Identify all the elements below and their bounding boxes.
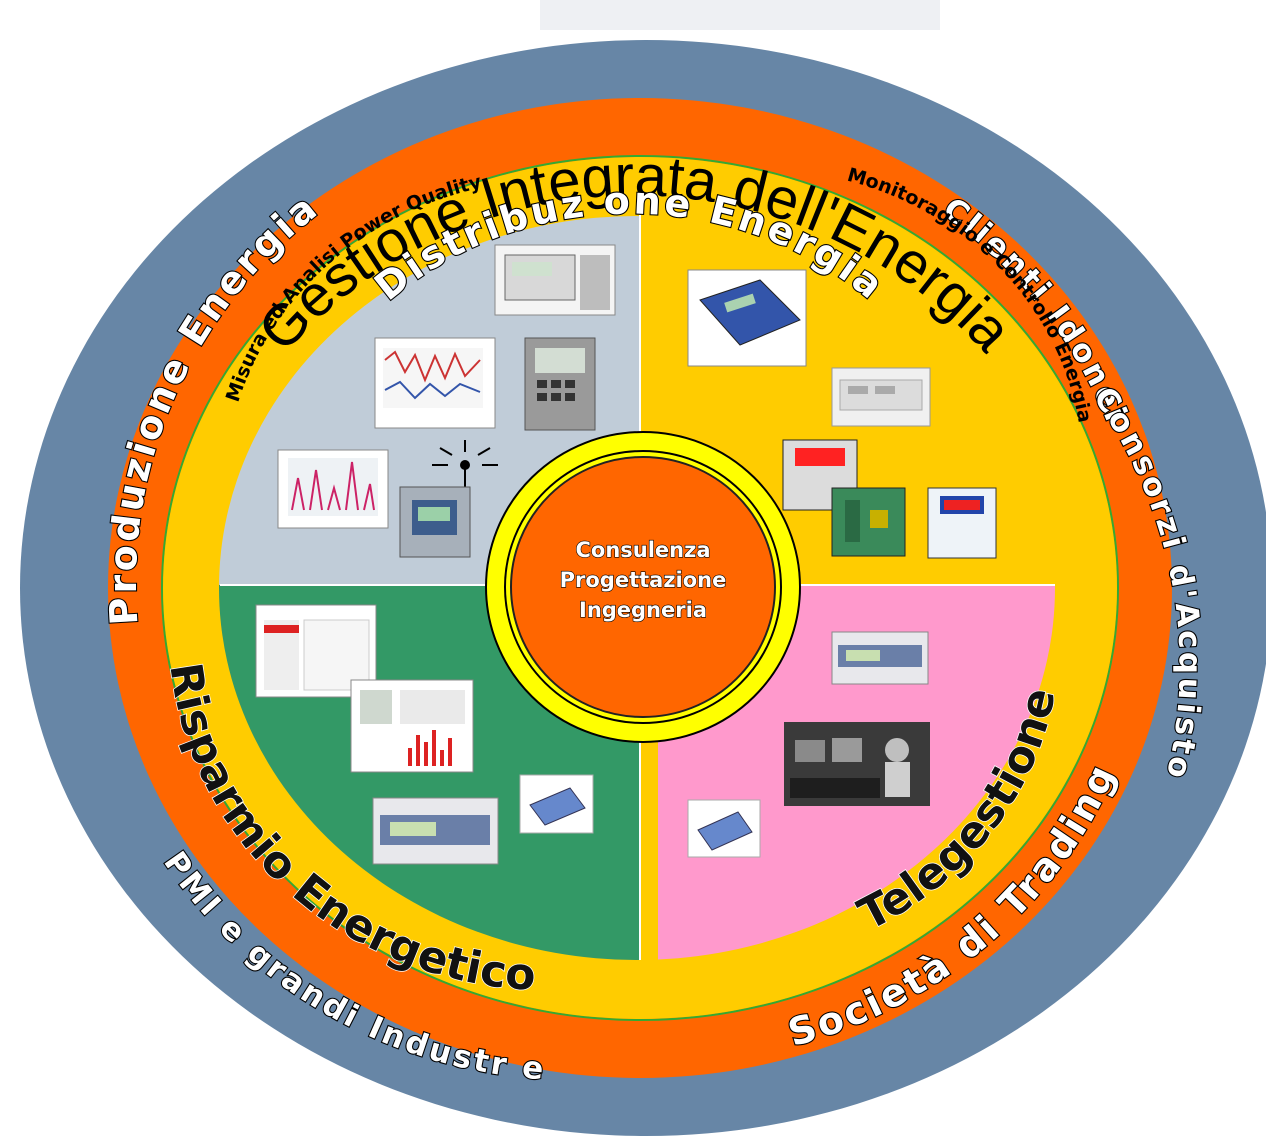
- middle-ring-border: [161, 155, 1119, 1021]
- device-image-small-module-2: [687, 799, 761, 858]
- device-image-red-display: [782, 439, 858, 511]
- software-image-table: [255, 604, 377, 698]
- device-image-blue-controller: [687, 269, 807, 367]
- photo-control-room: [784, 722, 930, 806]
- chart-image-waveform: [374, 337, 496, 429]
- device-image-small-module: [519, 774, 594, 834]
- device-image-din-meter-small: [831, 631, 929, 685]
- device-image-analyzer: [494, 244, 616, 316]
- center-circle: [510, 456, 776, 718]
- antenna-icon: [432, 440, 498, 490]
- device-image-green-panel: [831, 487, 906, 557]
- top-shadow: [540, 0, 940, 30]
- chart-image-spectrum: [277, 449, 389, 529]
- center-line1: Consulenza: [575, 538, 710, 562]
- device-image-blue-display: [927, 487, 997, 559]
- center-line2: Progettazione: [560, 568, 727, 592]
- software-image-barchart: [350, 679, 474, 773]
- device-image-din-rail: [831, 367, 931, 427]
- device-image-meter-keypad: [524, 337, 596, 431]
- center-line3: Ingegneria: [579, 598, 707, 622]
- device-image-display-meter: [399, 486, 471, 558]
- device-image-din-meter-large: [372, 797, 499, 865]
